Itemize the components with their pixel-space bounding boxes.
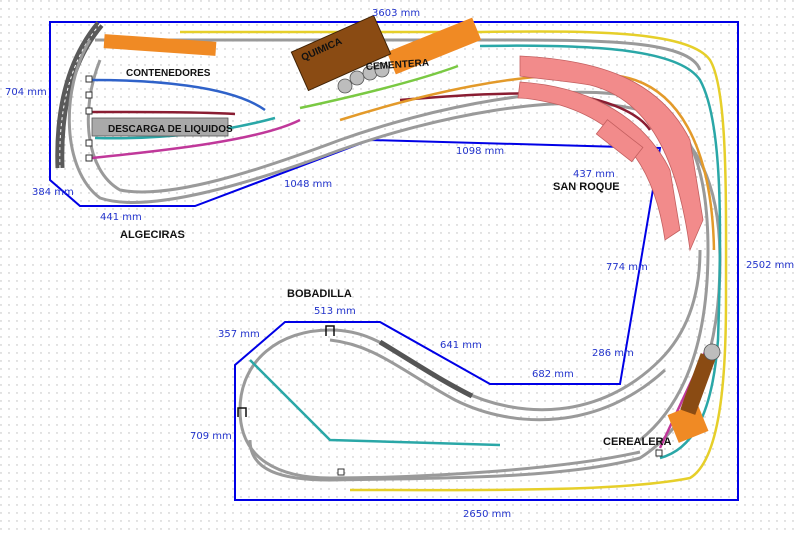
siding-magenta-left — [91, 118, 301, 160]
dim-upper-bottom-left: 441 mm — [100, 212, 142, 223]
track-upper-top — [95, 38, 702, 71]
platform-san-roque-2 — [517, 81, 681, 241]
track-bobadilla-s-2 — [329, 338, 667, 422]
label-bobadilla: BOBADILLA — [287, 288, 352, 300]
cerealera-complex — [667, 343, 721, 443]
building-orange-top-left — [103, 34, 217, 56]
tank-1 — [337, 78, 353, 94]
dim-left-bottom: 384 mm — [32, 187, 74, 198]
dim-bobadilla-diag-left: 357 mm — [218, 329, 260, 340]
label-cementera: CEMENTERA — [365, 58, 429, 73]
label-contenedores: CONTENEDORES — [126, 68, 211, 79]
dim-bottom-width: 2650 mm — [463, 509, 511, 520]
building-cerealera-silo — [680, 353, 716, 415]
board-outline — [49, 21, 739, 501]
building-cementera — [386, 17, 482, 75]
label-san-roque: SAN ROQUE — [553, 181, 620, 193]
dim-upper-inner-bottom: 1048 mm — [284, 179, 332, 190]
dim-bobadilla-left-height: 709 mm — [190, 431, 232, 442]
siding-teal-right — [479, 44, 722, 460]
buffer-2 — [85, 91, 93, 99]
tank-2 — [349, 70, 365, 86]
dim-san-roque-step: 437 mm — [573, 169, 615, 180]
dim-right-height: 2502 mm — [746, 260, 794, 271]
siding-blue — [91, 78, 266, 112]
tunnel-section — [378, 339, 474, 399]
bobadilla-marker-left — [237, 407, 247, 417]
cerealera-tank — [703, 343, 721, 361]
ramp-road-markings — [59, 23, 101, 169]
bobadilla-marker-top — [325, 325, 335, 336]
buffer-3 — [85, 107, 93, 115]
platform-san-roque-3 — [595, 119, 644, 163]
dim-upper-inner-top: 1098 mm — [456, 146, 504, 157]
buffer-1 — [85, 75, 93, 83]
dim-top-width: 3603 mm — [372, 8, 420, 19]
siding-darkred-left — [91, 110, 236, 116]
colored-sidings — [91, 30, 728, 492]
platforms — [517, 55, 704, 252]
siding-teal-bobadilla — [249, 359, 501, 447]
platform-san-roque-1 — [519, 55, 704, 252]
dim-left-height: 704 mm — [5, 87, 47, 98]
label-descarga: DESCARGA DE LIQUIDOS — [108, 124, 233, 135]
dim-center-right-vertical: 774 mm — [606, 262, 648, 273]
track-bobadilla-loop — [238, 328, 641, 480]
buffer-4 — [85, 139, 93, 147]
label-algeciras: ALGECIRAS — [120, 229, 185, 241]
storage-tanks — [337, 62, 390, 94]
buffer-7 — [655, 449, 663, 457]
dim-right-lower-diag: 286 mm — [592, 348, 634, 359]
tank-4 — [374, 62, 390, 78]
track-inner-loop — [86, 59, 710, 442]
dim-bottom-inner: 682 mm — [532, 369, 574, 380]
siding-yellow-top — [180, 30, 728, 492]
dim-bobadilla-diag-right: 641 mm — [440, 340, 482, 351]
building-cerealera-orange — [667, 403, 709, 443]
buffer-5 — [85, 154, 93, 162]
building-quimica — [290, 14, 392, 92]
siding-green — [299, 64, 459, 110]
buffer-6 — [337, 468, 345, 476]
building-descarga — [91, 117, 229, 137]
buffer-stops — [85, 75, 663, 476]
dim-bobadilla-top: 513 mm — [314, 306, 356, 317]
label-cerealera: CEREALERA — [603, 436, 672, 448]
